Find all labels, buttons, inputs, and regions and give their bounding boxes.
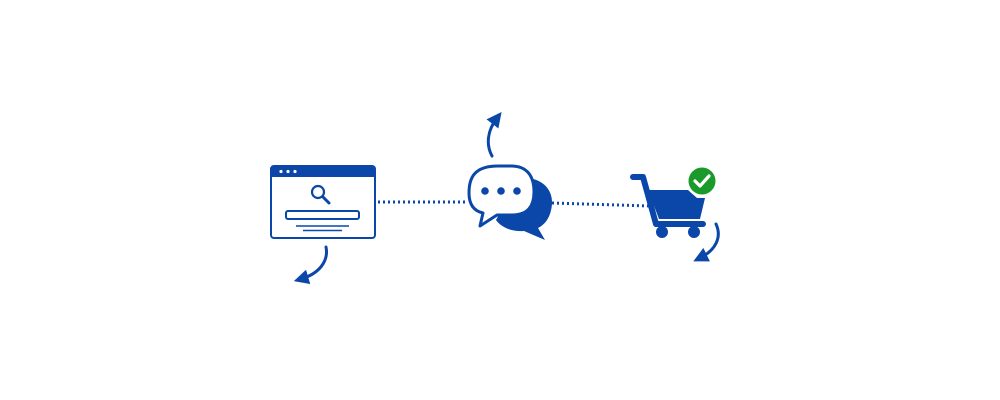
curved-arrow-icon [486, 112, 502, 158]
curved-arrow-icon [293, 245, 328, 285]
chat-bubbles-icon [467, 164, 553, 240]
shopping-cart-check-icon [630, 165, 718, 238]
browser-search-icon [270, 165, 376, 239]
check-badge-icon [688, 167, 716, 195]
curved-arrow-icon [693, 222, 720, 262]
connector-chat-cart [551, 201, 651, 208]
